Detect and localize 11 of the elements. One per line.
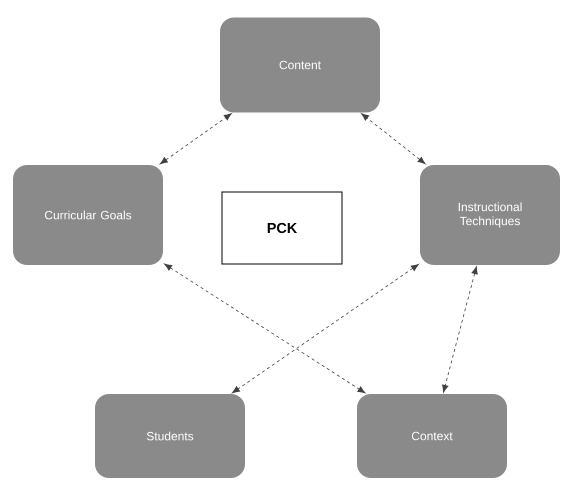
- topic-box: Students: [95, 394, 245, 478]
- arrow: [160, 113, 232, 164]
- arrow: [164, 264, 366, 394]
- arrow: [361, 113, 426, 164]
- topic-box: Instructional Techniques: [420, 165, 560, 265]
- arrow: [232, 264, 419, 394]
- topic-box: Curricular Goals: [13, 165, 163, 265]
- center-box: PCK: [222, 191, 342, 264]
- arrow: [442, 266, 478, 393]
- topic-box: Content: [220, 18, 380, 112]
- topic-box: Context: [357, 394, 507, 478]
